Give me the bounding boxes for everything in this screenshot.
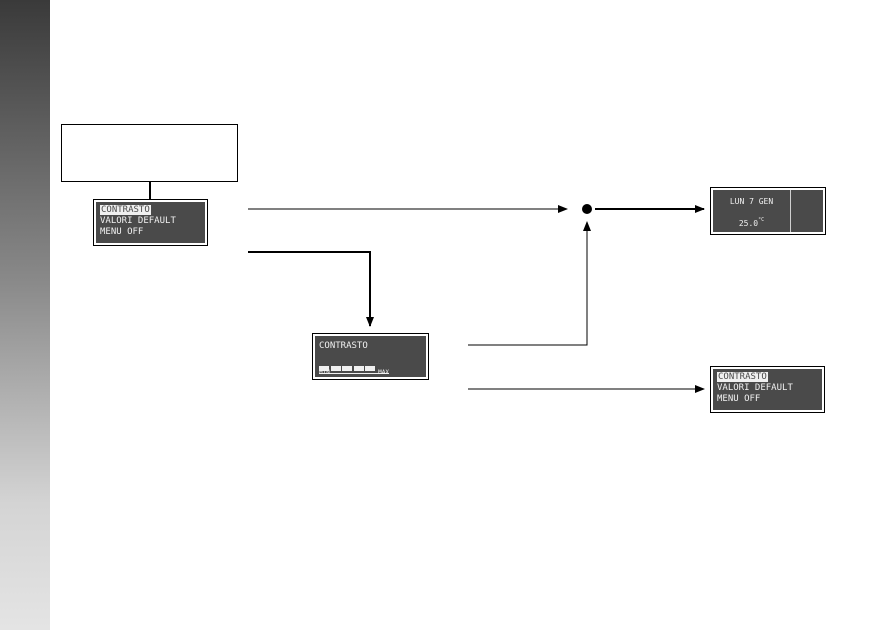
menu-display-screen: CONTRASTO VALORI DEFAULT MENU OFF — [96, 202, 205, 243]
home-info-panel: LUN 7 GEN 25.0°C — [713, 190, 791, 232]
menu-item-contrasto[interactable]: CONTRASTO — [100, 205, 151, 215]
contrast-bar-segment — [330, 366, 341, 371]
home-display: LUN 7 GEN 25.0°C — [710, 187, 826, 235]
menu-item-menu-off[interactable]: MENU OFF — [100, 227, 144, 237]
contrast-bar-segment — [353, 366, 364, 371]
home-date: LUN 7 GEN — [729, 197, 774, 206]
contrast-bar-baseline — [319, 373, 389, 374]
menu-display-return: CONTRASTO VALORI DEFAULT MENU OFF — [710, 366, 825, 413]
home-temperature-value: 25.0 — [738, 219, 759, 228]
contrast-bar-segment — [342, 366, 353, 371]
page-side-band — [0, 0, 50, 630]
home-temperature-unit: °C — [758, 217, 765, 223]
contrast-display-screen: CONTRASTO MIN MAX — [315, 336, 426, 377]
menu-item-valori-default[interactable]: VALORI DEFAULT — [100, 216, 176, 226]
menu-item-menu-off[interactable]: MENU OFF — [717, 394, 761, 404]
home-temperature: 25.0°C — [713, 218, 790, 229]
contrast-display: CONTRASTO MIN MAX — [312, 333, 429, 380]
junction-dot — [582, 204, 592, 214]
contrast-label: CONTRASTO — [319, 341, 368, 351]
home-display-screen: LUN 7 GEN 25.0°C — [713, 190, 823, 232]
contrast-max-label: MAX — [378, 369, 389, 376]
contrast-min-label: MIN — [319, 369, 330, 376]
connector-contrast-to-junction — [468, 221, 591, 346]
connector-menu-to-contrast — [248, 251, 374, 327]
menu-display: CONTRASTO VALORI DEFAULT MENU OFF — [93, 199, 208, 246]
menu-item-contrasto[interactable]: CONTRASTO — [717, 372, 768, 382]
menu-item-valori-default[interactable]: VALORI DEFAULT — [717, 383, 793, 393]
contrast-bar-segment — [365, 366, 376, 371]
contrast-level-bar[interactable]: MIN MAX — [319, 366, 389, 376]
blank-display-box — [61, 124, 238, 182]
menu-display-return-screen: CONTRASTO VALORI DEFAULT MENU OFF — [713, 369, 822, 410]
contrast-bar-segment — [319, 366, 329, 371]
